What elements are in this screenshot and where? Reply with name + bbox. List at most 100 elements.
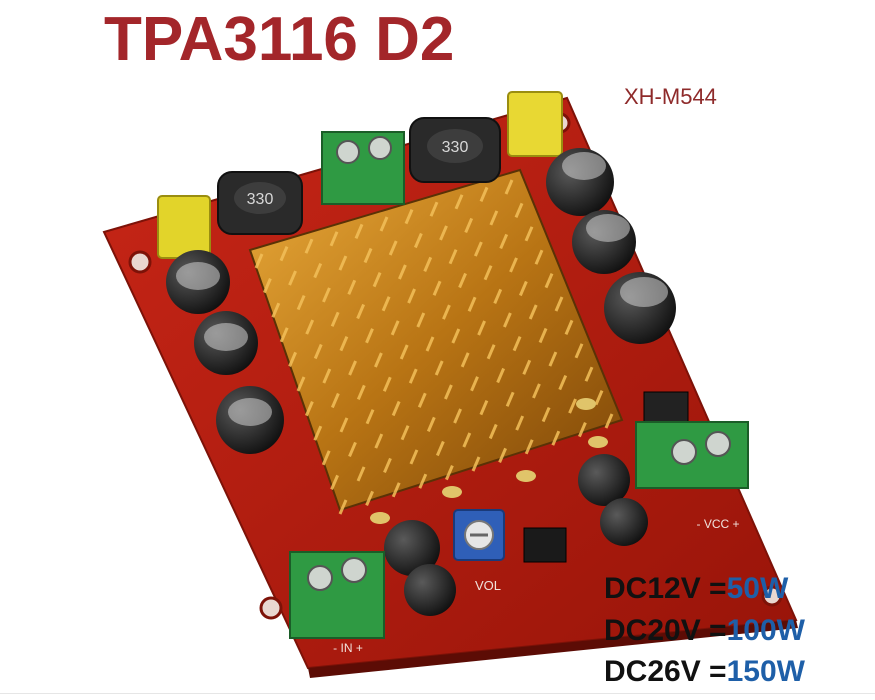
heatsink-fin: [524, 226, 534, 242]
spec-voltage: DC20V: [604, 614, 701, 647]
heatsink-fin: [356, 303, 366, 320]
heatsink-fin: [347, 279, 357, 295]
heatsink-fin: [279, 327, 289, 343]
heatsink-fin: [413, 232, 423, 249]
heatsink-fin: [416, 312, 426, 328]
heatsink-fin: [479, 186, 489, 202]
heatsink-fin: [338, 499, 348, 515]
inductor-right: 330: [409, 117, 501, 183]
heatsink-fin: [504, 179, 514, 195]
electrolytic-capacitors-right: [546, 148, 676, 546]
heatsink-fin: [448, 249, 458, 265]
mounting-hole: [128, 250, 152, 274]
heatsink-fin: [409, 449, 419, 465]
heatsink-fin: [528, 304, 538, 320]
heatsink-fin: [372, 272, 382, 288]
heatsink-fin: [578, 422, 587, 438]
spec-separator: =: [700, 614, 727, 647]
heatsink-fin: [518, 280, 528, 297]
heatsink-fin: [417, 392, 427, 408]
heatsink-fin: [271, 302, 281, 318]
inductor-marking: 330: [442, 139, 469, 156]
heatsink-fin: [445, 465, 454, 481]
input-terminal: - IN +: [289, 551, 385, 655]
model-number: XH-M544: [624, 84, 717, 109]
heatsink-fin: [425, 336, 435, 352]
heatsink-fin: [493, 288, 503, 304]
heatsink-fin: [522, 359, 532, 375]
mounting-hole: [259, 596, 283, 620]
heatsink-fin: [509, 257, 518, 273]
inductor-marking: 330: [247, 191, 274, 208]
heatsink-fin: [423, 256, 433, 272]
heatsink-fin: [429, 201, 439, 217]
volume-potentiometer: VOL: [453, 509, 505, 593]
heatsink-fin: [551, 430, 561, 446]
heatsink-fin: [339, 417, 349, 433]
heatsink-fin: [330, 392, 340, 409]
heatsink-fin: [439, 225, 448, 241]
film-capacitor: [507, 91, 563, 157]
heatsink-fin: [374, 352, 383, 368]
heatsink-fin: [558, 374, 568, 391]
spec-power: 150W: [726, 655, 805, 688]
heatsink-fin: [467, 296, 477, 312]
heatsink-fin: [584, 366, 594, 382]
spec-power: 100W: [726, 614, 805, 647]
heatsink-fin: [538, 327, 548, 344]
heatsink-fin: [391, 400, 401, 417]
pot-label: VOL: [475, 578, 501, 593]
heatsink-fin: [432, 280, 442, 296]
power-spec-row: DC12V =50W: [604, 572, 788, 606]
heatsink-fin: [330, 311, 340, 327]
spec-power: 50W: [726, 572, 789, 605]
heatsink-fin: [524, 439, 534, 455]
heatsink-fin: [503, 312, 512, 328]
electrolytic-capacitors-left: [166, 250, 284, 454]
heatsink-fin: [279, 246, 289, 262]
heatsink-fin: [458, 272, 467, 289]
heatsink-fin: [254, 253, 264, 269]
heatsink-fin: [477, 320, 486, 336]
heatsink-fin: [365, 490, 374, 506]
heatsink-fin: [321, 450, 331, 466]
heatsink-fin: [404, 209, 414, 225]
heatsink-fin: [488, 423, 498, 440]
heatsink-fin: [379, 216, 389, 232]
heatsink-fin: [462, 432, 472, 448]
heatsink-fin: [304, 238, 314, 254]
heatsink-fin: [479, 400, 489, 416]
heatsink-fin: [451, 328, 461, 344]
heatsink-fin: [568, 398, 577, 414]
heatsink-fin: [434, 360, 444, 376]
heatsink-fin: [564, 319, 574, 335]
heatsink-fin: [330, 474, 339, 490]
heatsink-fin: [383, 457, 392, 474]
heatsink-fin: [391, 482, 401, 498]
heatsink-fin: [365, 409, 375, 425]
film-capacitor: [157, 195, 211, 259]
heatsink-fin: [544, 273, 554, 289]
heatsink-fin: [365, 328, 374, 344]
heatsink-fin: [483, 265, 493, 281]
heatsink-fin: [548, 351, 558, 367]
heatsink-fin: [512, 336, 522, 352]
heatsink-fin: [464, 217, 474, 234]
heatsink-fin: [442, 304, 451, 320]
heatsink-fin: [604, 413, 614, 429]
heatsink-fin: [454, 194, 464, 210]
heatsink-fin: [288, 270, 297, 286]
heatsink-fin: [470, 376, 479, 392]
heatsink-fin: [514, 202, 524, 218]
heatsink-fin: [515, 415, 525, 431]
output-terminal-top: [321, 131, 405, 205]
heatsink-fin: [339, 336, 349, 352]
heatsink-fin: [356, 384, 366, 400]
power-spec-row: DC20V =100W: [604, 614, 805, 648]
heatsink-fin: [399, 344, 409, 360]
heatsink-fin: [305, 319, 315, 335]
heatsink-fin: [288, 351, 297, 367]
heatsink-fin: [471, 456, 481, 472]
